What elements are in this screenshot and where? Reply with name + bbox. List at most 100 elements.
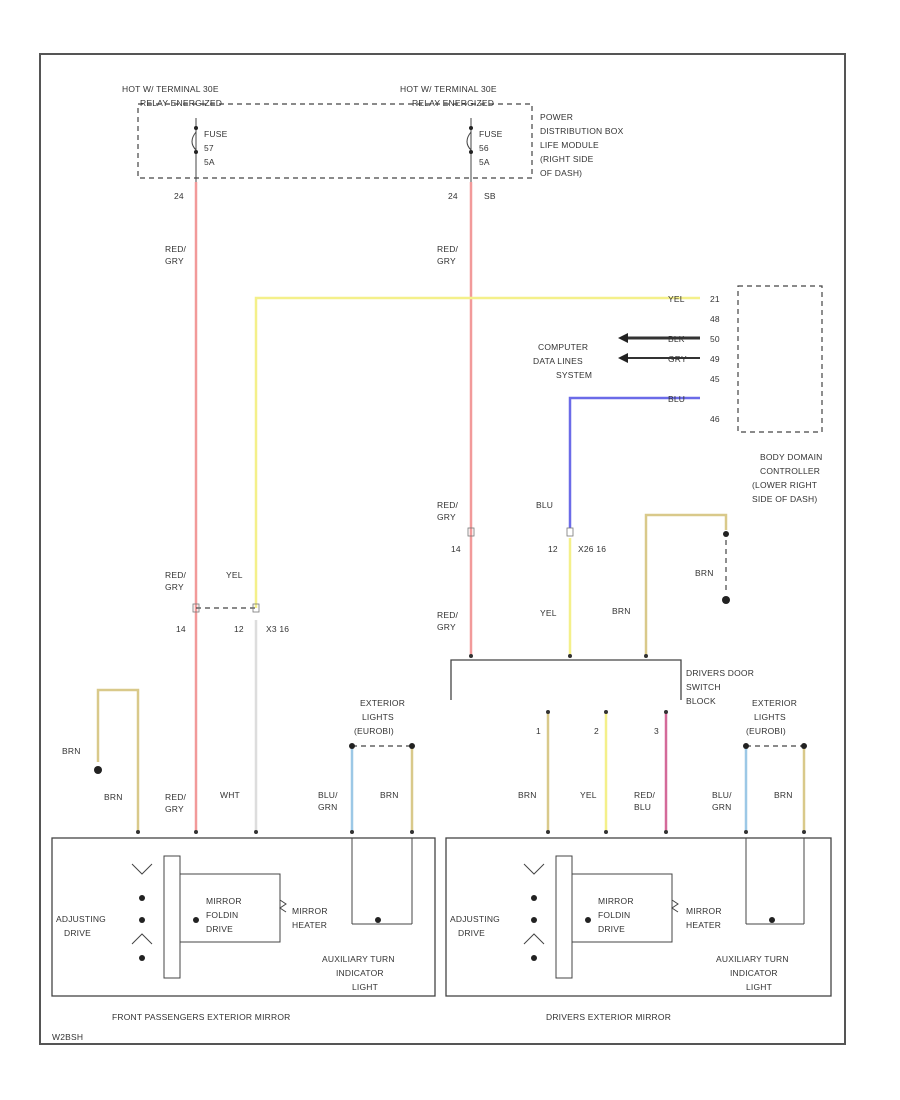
power-box-label-1: POWER <box>540 112 573 122</box>
wire-yel-top <box>254 296 700 608</box>
passenger-turn-3: LIGHT <box>352 982 378 992</box>
driver-mirror-internals <box>523 838 805 979</box>
label-blk-bdc: BLK <box>668 334 685 344</box>
bdc-pin-50: 50 <box>710 334 720 344</box>
label-blu-grn-r1: BLU/ <box>712 790 732 800</box>
power-distribution-box-outline <box>137 103 533 179</box>
label-yel-driver: YEL <box>580 790 597 800</box>
label-gry-bdc: GRY <box>668 354 687 364</box>
passenger-folding-3: DRIVE <box>206 924 233 934</box>
wire-brn-switch <box>644 513 728 656</box>
label-brn-ground-left: BRN <box>62 746 81 756</box>
bdc-pin-48: 48 <box>710 314 720 324</box>
ext-lights-left-2: LIGHTS <box>362 712 394 722</box>
label-red-gry-r1: RED/ <box>437 244 459 254</box>
pin-1: 1 <box>536 726 541 736</box>
label-yel-switch: YEL <box>540 608 557 618</box>
driver-heater-2: HEATER <box>686 920 721 930</box>
ground-switch-top-icon <box>723 531 729 537</box>
passenger-turn-1: AUXILIARY TURN <box>322 954 395 964</box>
driver-mirror-box <box>445 837 832 997</box>
driver-folding-2: FOLDIN <box>598 910 630 920</box>
bdc-label-2: CONTROLLER <box>760 466 820 476</box>
driver-heater-1: MIRROR <box>686 906 722 916</box>
wire-blu <box>568 396 700 528</box>
fuse-56-number: 56 <box>479 143 489 153</box>
fuse-56-pin-b: SB <box>484 191 496 201</box>
arrow-blk-icon <box>618 333 628 343</box>
bdc-label-3: (LOWER RIGHT <box>752 480 817 490</box>
connector-marks <box>192 527 574 613</box>
mirror-pin-marks <box>136 654 806 834</box>
power-box-label-3: LIFE MODULE <box>540 140 599 150</box>
pin-14-right: 14 <box>451 544 461 554</box>
door-switch-label-1: DRIVERS DOOR <box>686 668 754 678</box>
connector-x26: X26 16 <box>578 544 606 554</box>
driver-mirror-caption: DRIVERS EXTERIOR MIRROR <box>546 1012 671 1022</box>
label-red-gry-r5: RED/ <box>437 610 459 620</box>
label-brn-driver: BRN <box>518 790 537 800</box>
label-blu-grn-l2: GRN <box>318 802 338 812</box>
passenger-folding-1: MIRROR <box>206 896 242 906</box>
fuse-57-pin: 24 <box>174 191 184 201</box>
label-red-gry-l5: RED/ <box>165 792 187 802</box>
label-yel-left: YEL <box>226 570 243 580</box>
label-yel-bdc: YEL <box>668 294 685 304</box>
label-brn-switch: BRN <box>612 606 631 616</box>
passenger-adjusting-2: DRIVE <box>64 928 91 938</box>
pin-2: 2 <box>594 726 599 736</box>
ext-left-node-2-icon <box>409 743 415 749</box>
passenger-mirror-caption: FRONT PASSENGERS EXTERIOR MIRROR <box>112 1012 290 1022</box>
ext-right-node-2-icon <box>801 743 807 749</box>
label-brn-ext-right: BRN <box>774 790 793 800</box>
footer-code: W2BSH <box>52 1032 83 1042</box>
fuse-56 <box>466 118 473 182</box>
driver-folding-1: MIRROR <box>598 896 634 906</box>
label-red-gry-r3: RED/ <box>437 500 459 510</box>
pin-12-left: 12 <box>234 624 244 634</box>
door-switch-label-3: BLOCK <box>686 696 716 706</box>
label-red-gry-r2: GRY <box>437 256 456 266</box>
label-red-blu-1: RED/ <box>634 790 656 800</box>
computer-label-2: DATA LINES <box>533 356 583 366</box>
wires-group <box>96 182 806 832</box>
bdc-pin-49: 49 <box>710 354 720 364</box>
label-red-gry-l4: GRY <box>165 582 184 592</box>
fuse-57-rating: 5A <box>204 157 215 167</box>
power-box-label-2: DISTRIBUTION BOX <box>540 126 624 136</box>
driver-turn-2: INDICATOR <box>730 968 778 978</box>
power-box-label-4: (RIGHT SIDE <box>540 154 594 164</box>
fuse-57-label: FUSE <box>204 129 228 139</box>
ext-lights-right-1: EXTERIOR <box>752 698 797 708</box>
label-blu-grn-l1: BLU/ <box>318 790 338 800</box>
bdc-pin-21: 21 <box>710 294 720 304</box>
label-red-blu-2: BLU <box>634 802 651 812</box>
driver-turn-1: AUXILIARY TURN <box>716 954 789 964</box>
fuse-57 <box>191 118 198 182</box>
wire-brn-ground-left <box>96 688 140 832</box>
computer-label-3: SYSTEM <box>556 370 592 380</box>
passenger-mirror-box <box>51 837 436 997</box>
driver-adjusting-2: DRIVE <box>458 928 485 938</box>
label-blu: BLU <box>536 500 553 510</box>
fuse-56-rating: 5A <box>479 157 490 167</box>
driver-turn-3: LIGHT <box>746 982 772 992</box>
label-red-gry-r6: GRY <box>437 622 456 632</box>
label-red-gry-l1: RED/ <box>165 244 187 254</box>
driver-folding-3: DRIVE <box>598 924 625 934</box>
pin-14-left: 14 <box>176 624 186 634</box>
label-red-gry-l6: GRY <box>165 804 184 814</box>
driver-adjusting-1: ADJUSTING <box>450 914 500 924</box>
ground-switch-icon <box>722 596 730 604</box>
ext-lights-left-1: EXTERIOR <box>360 698 405 708</box>
label-blu-bdc: BLU <box>668 394 685 404</box>
label-wht: WHT <box>220 790 240 800</box>
body-domain-controller-outline <box>737 285 823 433</box>
passenger-mirror-internals <box>131 838 413 979</box>
label-blu-grn-r2: GRN <box>712 802 732 812</box>
bdc-label-4: SIDE OF DASH) <box>752 494 817 504</box>
fuse-56-pin-a: 24 <box>448 191 458 201</box>
connector-x3: X3 16 <box>266 624 289 634</box>
ground-left-icon <box>94 766 102 774</box>
